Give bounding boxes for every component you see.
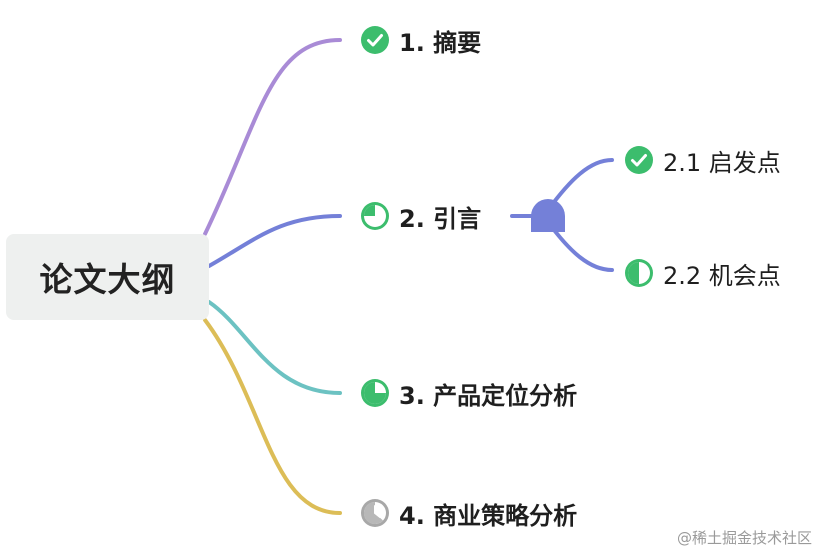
node-label: 2. 引言 [399, 204, 482, 233]
node-label: 3. 产品定位分析 [399, 381, 578, 410]
node-2-introduction[interactable]: 2. 引言 [360, 199, 481, 233]
branch-line-4 [203, 318, 342, 515]
progress-quarter-icon [361, 202, 389, 230]
node-2-1-inspiration[interactable]: 2.1 启发点 [624, 143, 781, 177]
node-3-positioning[interactable]: 3. 产品定位分析 [360, 376, 577, 410]
node-label: 2.2 机会点 [663, 261, 781, 290]
node-4-strategy[interactable]: 4. 商业策略分析 [360, 496, 577, 530]
check-complete-icon [625, 146, 653, 174]
root-label: 论文大纲 [39, 260, 176, 299]
node-2-2-opportunity[interactable]: 2.2 机会点 [624, 256, 781, 290]
node-label: 4. 商业策略分析 [399, 501, 578, 530]
node-label: 1. 摘要 [399, 28, 482, 57]
watermark: @稀土掘金技术社区 [676, 529, 812, 547]
progress-half-icon [625, 259, 653, 287]
branch-line-1 [203, 38, 342, 236]
branch-line-3 [207, 300, 342, 395]
check-complete-icon [361, 26, 389, 54]
collapse-toggle [531, 199, 565, 232]
node-1-abstract[interactable]: 1. 摘要 [360, 23, 481, 57]
root-node[interactable]: 论文大纲 [6, 234, 209, 320]
branch-line-2 [207, 214, 342, 268]
pending-clock-icon [361, 499, 389, 527]
progress-three-quarter-icon [361, 379, 389, 407]
node-label: 2.1 启发点 [663, 148, 781, 177]
